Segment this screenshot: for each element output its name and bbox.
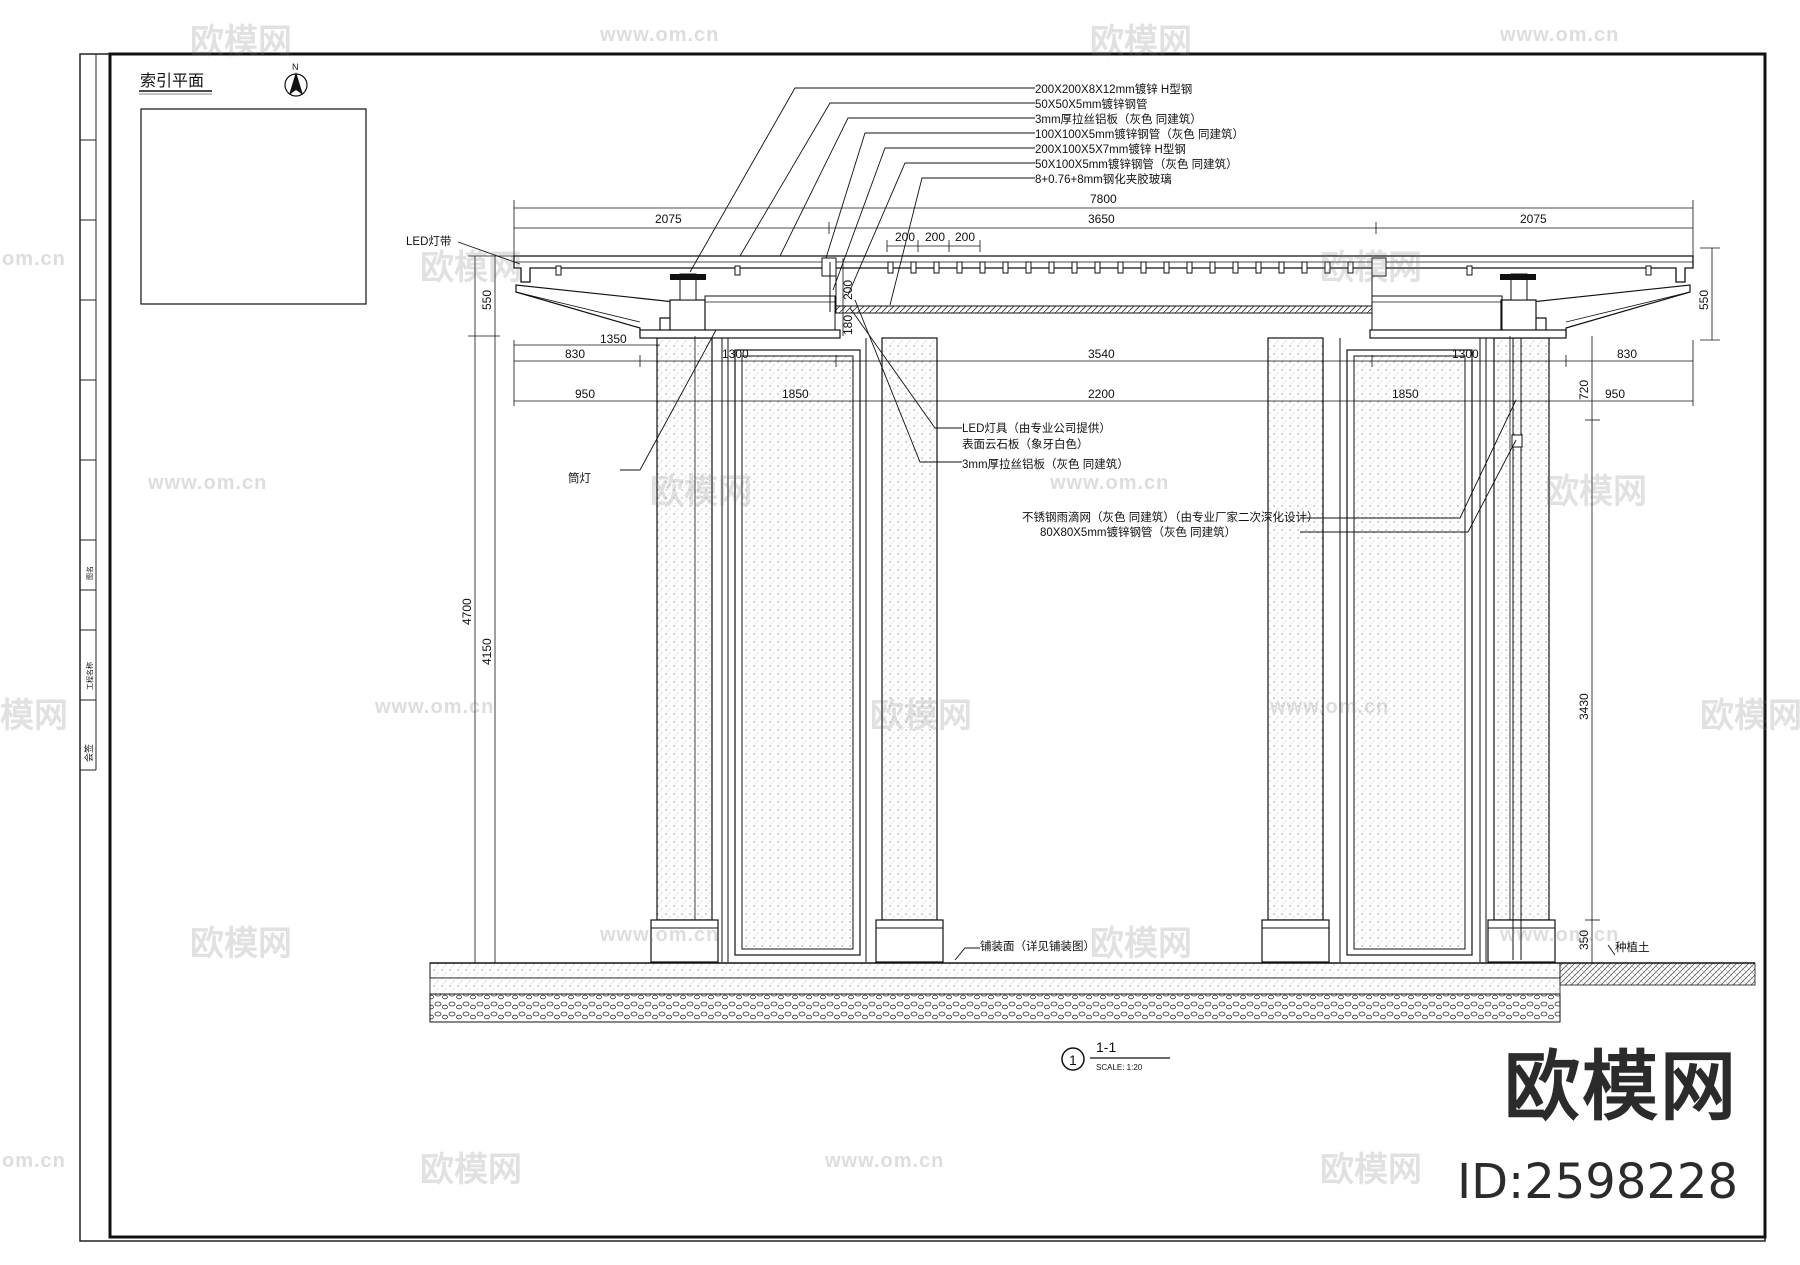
left-inner-column	[881, 337, 938, 921]
callout-rain-chain: 不锈钢雨滴网（灰色 同建筑）（由专业厂家二次深化设计）	[1022, 510, 1318, 524]
dim-right-350: 350	[1577, 930, 1591, 950]
dim-top-left: 2075	[655, 212, 682, 226]
model-id: ID:2598228	[1456, 1154, 1738, 1210]
dim-slat-3: 200	[955, 230, 975, 244]
left-outer-column	[656, 337, 713, 921]
label-paving: 铺装面（详见铺装图）	[980, 939, 1095, 953]
columns	[650, 336, 1556, 963]
title-block-project: 工程名称	[85, 662, 94, 690]
callout-alu-plate-mid: 3mm厚拉丝铝板（灰色 同建筑）	[962, 457, 1129, 471]
dim-top-right: 2075	[1520, 212, 1547, 226]
dim-1300-right: 1300	[1452, 347, 1479, 361]
dim-950-left: 950	[575, 387, 595, 401]
inner-border	[108, 52, 1767, 1239]
dim-left-4150: 4150	[480, 638, 494, 665]
index-plan-title: 索引平面	[140, 72, 204, 90]
section-name: 1-1	[1096, 1039, 1116, 1055]
dim-left-4700: 4700	[460, 598, 474, 625]
callout-h-steel-200x100: 200X100X5X7mm镀锌 H型钢	[1035, 142, 1186, 156]
index-plan: 索引平面 N	[139, 62, 367, 305]
leader-lines	[457, 87, 1616, 961]
section-scale: SCALE: 1:20	[1096, 1063, 1143, 1072]
dim-1300-left: 1300	[722, 347, 749, 361]
dim-2200: 2200	[1088, 387, 1115, 401]
dim-right-3430: 3430	[1577, 693, 1591, 720]
title-block-drawing: 图名	[85, 566, 94, 580]
dim-slat-1: 200	[895, 230, 915, 244]
dimensions	[468, 200, 1720, 964]
label-led-tube: LED灯带	[406, 235, 451, 248]
callout-glass: 8+0.76+8mm钢化夹胶玻璃	[1035, 172, 1172, 186]
section-number: 1	[1069, 1052, 1077, 1068]
svg-text:N: N	[292, 62, 299, 72]
dim-3540: 3540	[1088, 347, 1115, 361]
roof-slats	[555, 261, 1652, 276]
brand-logo: 欧模网	[1504, 1042, 1738, 1131]
canopy-roof	[513, 255, 1694, 920]
callout-stone-veneer: 表面云石板（象牙白色）	[962, 437, 1089, 451]
title-block-sign: 会签	[83, 744, 94, 762]
callout-h-steel-200x200: 200X200X8X12mm镀锌 H型钢	[1035, 82, 1192, 96]
callout-pipe-50x100: 50X100X5mm镀锌钢管（灰色 同建筑）	[1035, 157, 1238, 171]
dim-830-right: 830	[1617, 347, 1637, 361]
dim-950-right: 950	[1605, 387, 1625, 401]
right-inner-column	[1267, 337, 1324, 921]
dim-right-720: 720	[1577, 380, 1591, 400]
callouts: 200X200X8X12mm镀锌 H型钢 50X50X5mm镀锌钢管 3mm厚拉…	[406, 82, 1650, 954]
title-block: 会签 工程名称 图名	[80, 54, 97, 771]
dim-1850-left: 1850	[782, 387, 809, 401]
callout-led-fixture: LED灯具（由专业公司提供）	[962, 421, 1111, 435]
ground-section	[429, 962, 1756, 1023]
dim-left-550: 550	[480, 290, 494, 310]
callout-pipe-80x80: 80X80X5mm镀锌钢管（灰色 同建筑）	[1040, 525, 1236, 539]
dim-overall: 7800	[1090, 192, 1117, 206]
callout-alu-plate-3mm: 3mm厚拉丝铝板（灰色 同建筑）	[1035, 112, 1202, 126]
dim-right-550: 550	[1697, 290, 1711, 310]
north-arrow-icon: N	[284, 62, 308, 97]
callout-pipe-50x50: 50X50X5mm镀锌钢管	[1035, 97, 1147, 111]
callout-pipe-100x100: 100X100X5mm镀锌钢管（灰色 同建筑）	[1035, 127, 1244, 141]
dimension-labels: 7800 2075 3650 2075 200 200 200 1350 830…	[460, 192, 1711, 950]
dim-mid-200: 200	[841, 280, 855, 300]
dim-1850-right: 1850	[1392, 387, 1419, 401]
dim-1350: 1350	[600, 332, 627, 346]
label-downlight: 筒灯	[568, 471, 591, 485]
dim-mid-180: 180	[841, 315, 855, 335]
dim-830-left: 830	[565, 347, 585, 361]
dim-top-mid: 3650	[1088, 212, 1115, 226]
label-soil: 种植土	[1615, 940, 1650, 954]
dim-slat-2: 200	[925, 230, 945, 244]
section-title: 1 1-1 SCALE: 1:20	[1061, 1039, 1170, 1072]
